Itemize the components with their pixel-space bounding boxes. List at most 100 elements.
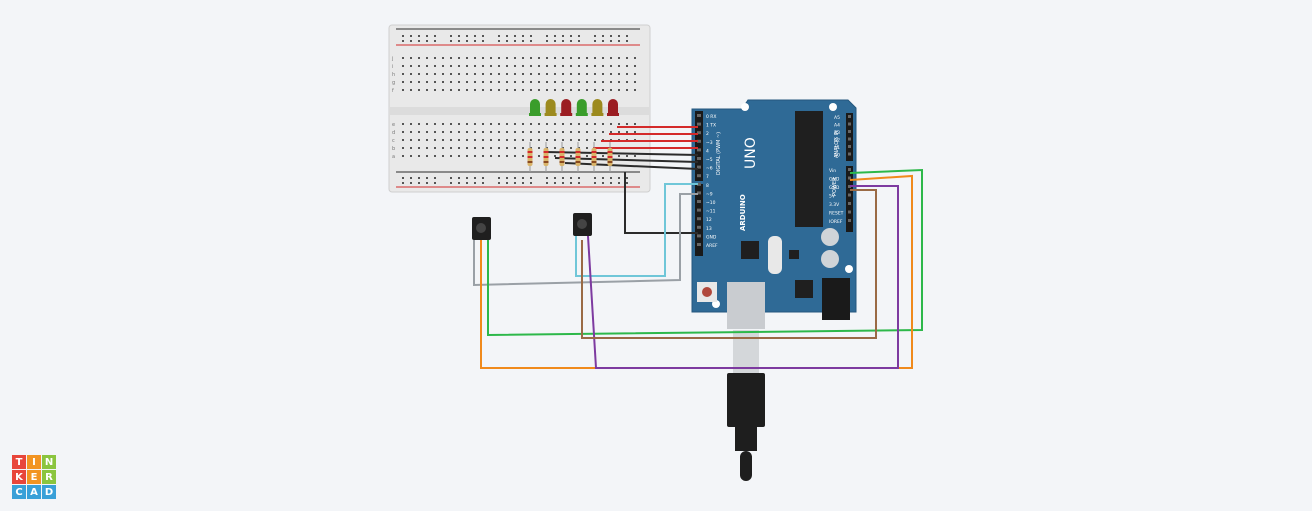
analog-pin[interactable] [848, 130, 851, 133]
row-letter: d [392, 130, 395, 136]
resistor[interactable] [527, 142, 533, 172]
digital-pin[interactable] [697, 234, 701, 238]
digital-pin[interactable] [697, 139, 701, 143]
row-letter: e [392, 122, 395, 128]
power-pin[interactable] [848, 193, 851, 197]
digital-pin-label: 8 [706, 183, 709, 189]
analog-pin[interactable] [848, 115, 851, 118]
analog-pin[interactable] [848, 152, 851, 156]
arduino-model-label: UNO [743, 137, 759, 169]
led-group [529, 99, 619, 116]
row-letter: g [392, 80, 395, 86]
digital-pin-label: 0 RX [706, 114, 717, 120]
logo-letter: T [12, 455, 26, 469]
analog-pin-label: A4 [834, 123, 840, 129]
digital-pin[interactable] [697, 122, 701, 126]
wire[interactable] [587, 185, 899, 369]
logo-letter: C [12, 485, 26, 499]
digital-pin[interactable] [697, 243, 701, 246]
power-pin-label: 5V [829, 194, 836, 200]
digital-pin[interactable] [697, 225, 701, 229]
digital-pin-label: GND [706, 234, 717, 240]
power-pin[interactable] [848, 185, 851, 188]
digital-pin-label: ~3 [706, 140, 713, 146]
power-pin-label: 3.3V [829, 202, 840, 208]
logo-letter: E [27, 470, 41, 484]
resistor[interactable] [575, 142, 581, 172]
led[interactable] [529, 99, 541, 116]
power-pin-label: IOREF [829, 219, 843, 225]
digital-pin-label: 13 [706, 226, 712, 232]
power-pin[interactable] [848, 202, 851, 205]
ir-sensor-right[interactable] [573, 213, 592, 236]
power-pin[interactable] [848, 219, 851, 222]
digital-pin[interactable] [697, 208, 701, 212]
logo-letter: R [42, 470, 56, 484]
analog-pin-label: A1 [834, 145, 840, 151]
row-letter: c [392, 138, 395, 144]
analog-pin[interactable] [848, 122, 851, 126]
wire[interactable] [473, 193, 698, 287]
wire[interactable] [480, 174, 913, 369]
analog-header-label: ANALOG IN [834, 130, 840, 158]
digital-header-label: DIGITAL (PWM ~) [716, 132, 722, 175]
power-pin-label: RESET [829, 211, 844, 217]
row-letter: j [391, 56, 393, 62]
wire[interactable] [575, 183, 698, 277]
digital-pin[interactable] [697, 114, 701, 117]
digital-pin-label: ~6 [706, 166, 713, 172]
digital-pin[interactable] [697, 174, 701, 178]
arduino-uno-board[interactable]: UNO ARDUINO DIGITAL (PWM ~) ANALOG IN PO… [691, 99, 857, 329]
led[interactable] [560, 99, 573, 116]
digital-pin[interactable] [697, 200, 701, 203]
wire[interactable] [624, 172, 698, 234]
resistor[interactable] [543, 142, 549, 172]
digital-pin[interactable] [697, 157, 701, 160]
resistor[interactable] [591, 142, 597, 172]
digital-pin[interactable] [697, 217, 701, 221]
row-letter: a [392, 154, 395, 160]
wire[interactable] [564, 162, 699, 170]
analog-pin-label: A2 [834, 138, 840, 144]
logo-letter: K [12, 470, 26, 484]
digital-pin[interactable] [697, 131, 701, 135]
power-pin[interactable] [848, 168, 851, 171]
wire[interactable] [581, 189, 877, 339]
analog-pin-label: A3 [834, 130, 840, 136]
power-pin[interactable] [848, 210, 851, 214]
resistor[interactable] [559, 142, 565, 172]
usb-cable[interactable] [727, 330, 765, 481]
digital-pin-label: 7 [706, 174, 709, 180]
power-pin[interactable] [848, 176, 851, 180]
digital-pin-label: 4 [706, 148, 709, 154]
analog-pin-label: A5 [834, 115, 840, 121]
ir-sensor-left[interactable] [472, 217, 491, 240]
logo-letter: D [42, 485, 56, 499]
digital-pin[interactable] [697, 182, 701, 186]
resistor[interactable] [607, 142, 613, 172]
led[interactable] [607, 99, 619, 116]
digital-pin[interactable] [697, 191, 701, 195]
digital-pin[interactable] [697, 165, 701, 169]
arduino-brand-label: ARDUINO [739, 194, 747, 231]
row-letter: h [392, 72, 395, 78]
wire[interactable] [487, 168, 923, 337]
logo-letter: A [27, 485, 41, 499]
led[interactable] [544, 99, 557, 116]
row-letter: f [392, 88, 394, 94]
digital-pin[interactable] [697, 148, 701, 152]
analog-pin[interactable] [848, 137, 851, 141]
digital-pin-label: AREF [706, 243, 718, 249]
wire[interactable] [544, 151, 699, 156]
resistor-group [527, 142, 613, 172]
analog-pin[interactable] [848, 145, 851, 148]
digital-pin-label: 2 [706, 131, 709, 137]
led[interactable] [575, 99, 588, 116]
led[interactable] [591, 99, 604, 116]
